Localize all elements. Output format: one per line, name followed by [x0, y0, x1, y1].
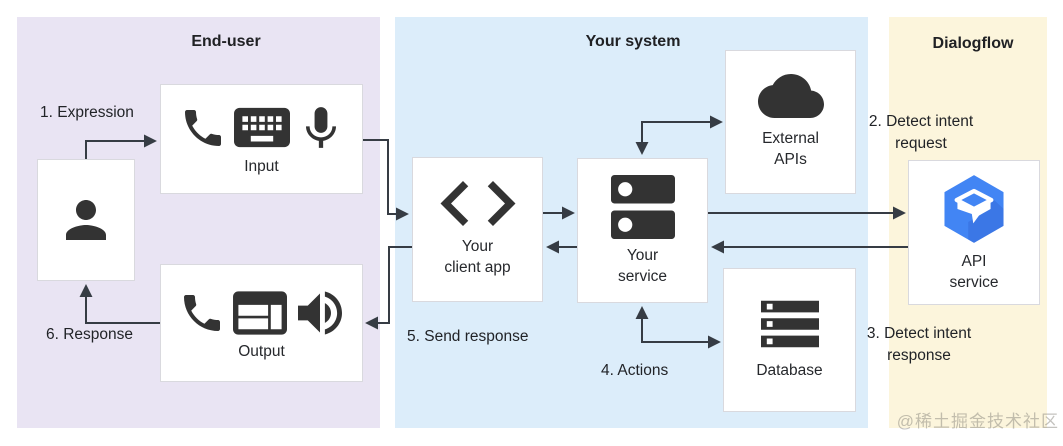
flow-label-detect-intent-response: 3. Detect intent response: [866, 325, 972, 364]
node-output-label: Output: [238, 342, 285, 360]
region-title-your-system: Your system: [585, 33, 681, 50]
node-api-service-label: API service: [949, 252, 999, 291]
code-icon: [440, 181, 515, 226]
region-title-end-user: End-user: [191, 33, 261, 50]
node-input: Input: [160, 84, 363, 194]
watermark: @稀土掘金技术社区: [896, 412, 1059, 431]
node-external-apis: External APIs: [725, 50, 856, 194]
node-your-service-label: Your service: [617, 246, 668, 285]
node-input-label: Input: [244, 158, 279, 175]
region-title-dialogflow: Dialogflow: [932, 35, 1014, 52]
phone-icon: [184, 109, 221, 146]
mic-icon: [305, 107, 336, 148]
node-api-service: API service: [908, 160, 1040, 305]
flow-label-response: 6. Response: [46, 326, 134, 343]
node-your-client-app: Your client app: [412, 157, 543, 302]
person-icon: [66, 200, 106, 240]
flow-label-send-response: 5. Send response: [407, 328, 529, 345]
cloud-icon: [757, 74, 824, 118]
flow-label-detect-intent-request: 2. Detect intent request: [868, 113, 974, 152]
speaker-icon: [297, 291, 342, 334]
node-database: Database: [723, 268, 856, 412]
node-your-service: Your service: [577, 158, 708, 303]
web-widget-icon: [232, 290, 287, 335]
node-end-user-person: [37, 159, 135, 281]
node-output: Output: [160, 264, 363, 382]
keyboard-icon: [233, 107, 290, 148]
node-external-apis-label: External APIs: [762, 130, 819, 168]
flow-label-actions: 4. Actions: [601, 362, 669, 379]
flow-label-expression: 1. Expression: [40, 104, 134, 121]
phone-icon: [183, 294, 220, 331]
database-icon: [760, 300, 819, 347]
dialogflow-hexagon-icon: [944, 174, 1004, 243]
node-your-client-app-label: Your client app: [444, 238, 511, 276]
node-database-label: Database: [756, 361, 823, 379]
server-stack-icon: [610, 174, 675, 239]
